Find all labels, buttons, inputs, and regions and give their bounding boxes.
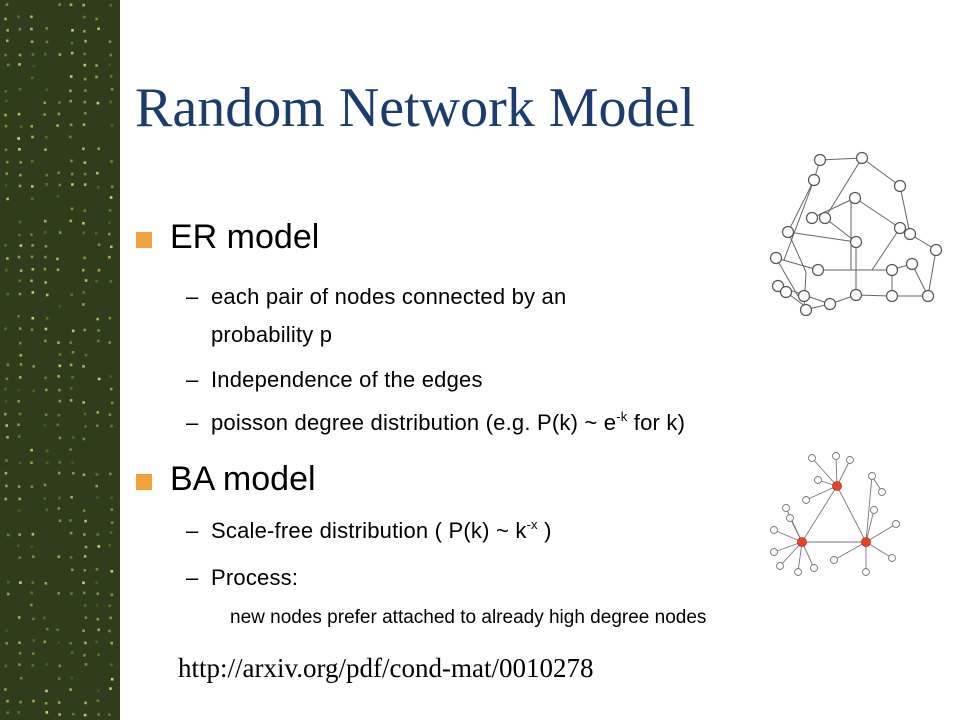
er-independence-text: Independence of the edges <box>211 367 483 392</box>
bullet-marker <box>136 474 152 490</box>
hub-node <box>861 537 871 547</box>
ba-scale-free-text: Scale-free distribution ( P(k) ~ k-x ) <box>211 517 552 543</box>
hub-node <box>832 481 842 491</box>
ba-process-detail: new nodes prefer attached to already hig… <box>230 607 707 628</box>
exponent: -x <box>526 517 538 532</box>
decorative-sidebar <box>0 0 120 720</box>
er-edge-text: each pair of nodes connected by an <box>211 284 567 309</box>
dash-marker: – <box>186 367 199 392</box>
dash-marker: – <box>186 518 199 543</box>
slide-title: Random Network Model <box>135 77 695 139</box>
er-model-heading: ER model <box>170 218 320 256</box>
ba-model-heading: BA model <box>170 460 316 498</box>
dash-marker: – <box>186 284 199 309</box>
er-edge-text-cont: probability p <box>211 322 333 347</box>
ba-network-diagram <box>770 452 900 576</box>
dash-marker: – <box>186 410 199 435</box>
ba-process-text: Process: <box>211 565 299 590</box>
hub-node <box>797 537 807 547</box>
er-poisson-text: poisson degree distribution (e.g. P(k) ~… <box>211 409 686 435</box>
er-network-diagram <box>769 151 943 317</box>
bullet-marker <box>136 232 152 248</box>
reference-url: http://arxiv.org/pdf/cond-mat/0010278 <box>178 653 594 683</box>
dash-marker: – <box>186 565 199 590</box>
exponent: -k <box>616 409 628 424</box>
